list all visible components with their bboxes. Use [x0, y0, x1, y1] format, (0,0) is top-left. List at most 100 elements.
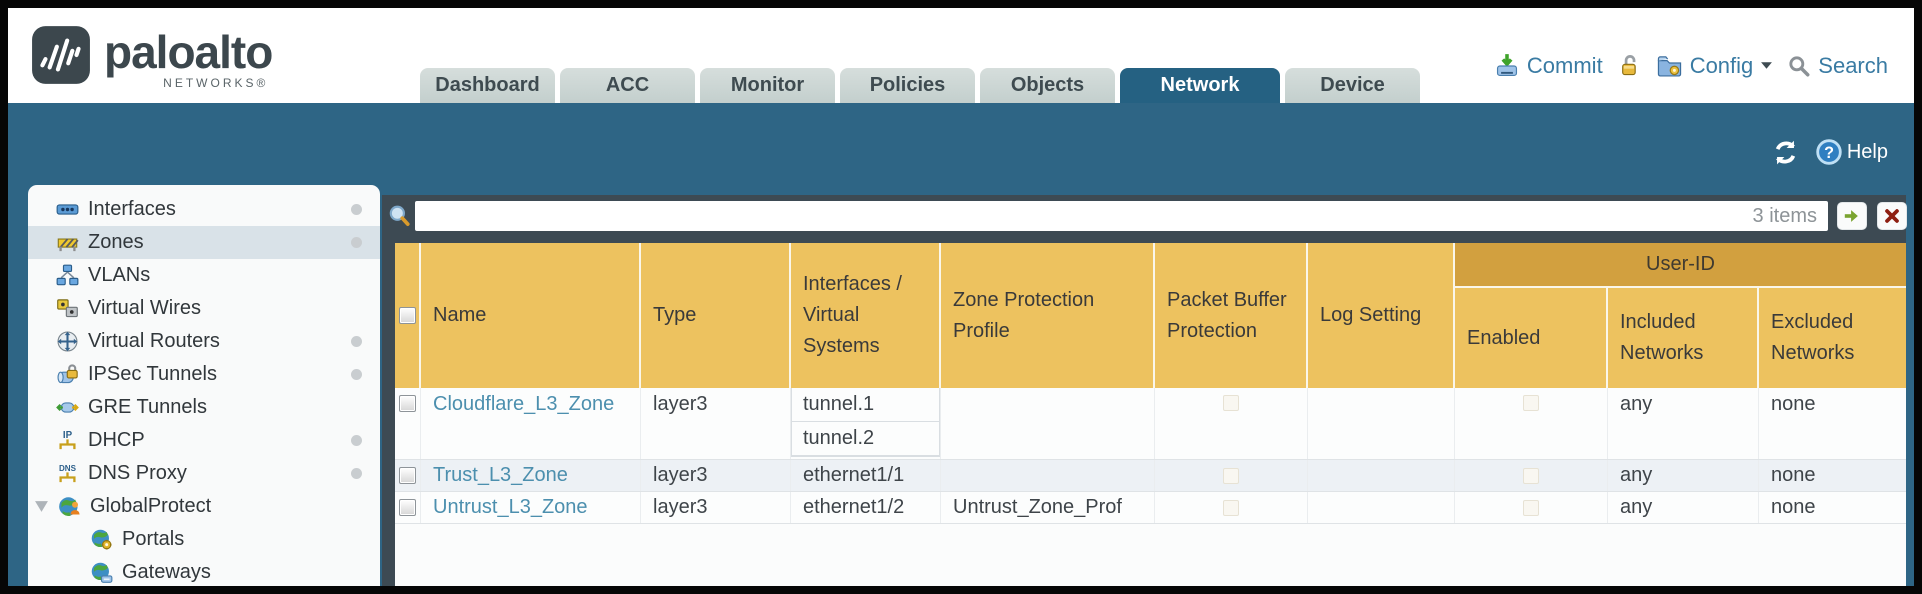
- sidebar-item-vlans[interactable]: VLANs: [28, 259, 380, 292]
- sidebar-item-label: GlobalProtect: [90, 495, 212, 517]
- col-header-log-setting[interactable]: Log Setting: [1308, 243, 1455, 388]
- table-row: Trust_L3_Zone layer3 ethernet1/1 any non…: [395, 460, 1906, 492]
- col-header-included-networks[interactable]: Included Networks: [1608, 288, 1759, 388]
- col-header-enabled[interactable]: Enabled: [1455, 288, 1608, 388]
- packet-buffer-cell: [1155, 460, 1308, 491]
- filter-search-icon[interactable]: [387, 204, 411, 228]
- search-label: Search: [1818, 52, 1888, 78]
- tab-monitor[interactable]: Monitor: [700, 68, 835, 103]
- band-tools: ? Help: [1772, 138, 1888, 166]
- packet-buffer-checkbox: [1223, 499, 1239, 516]
- table-header: Name Type Interfaces / Virtual Systems Z…: [395, 243, 1906, 388]
- table-row: Cloudflare_L3_Zone layer3 tunnel.1 tunne…: [395, 388, 1906, 460]
- brand-sub: NETWORKS®: [163, 76, 269, 90]
- col-header-name[interactable]: Name: [421, 243, 641, 388]
- tab-dashboard[interactable]: Dashboard: [420, 68, 555, 103]
- col-group-user-id: User-ID: [1455, 243, 1906, 288]
- brand-text: paloalto NETWORKS®: [104, 24, 273, 90]
- sidebar-item-ipsec-tunnels[interactable]: IPSec Tunnels: [28, 358, 380, 391]
- sidebar-item-label: DHCP: [88, 429, 145, 451]
- user-id-enabled-checkbox: [1523, 395, 1539, 411]
- row-checkbox-cell: [395, 460, 421, 491]
- filter-input[interactable]: 3 items: [415, 201, 1828, 231]
- packet-buffer-checkbox: [1223, 395, 1239, 411]
- refresh-icon[interactable]: [1772, 139, 1799, 166]
- globalprotect-icon: [59, 497, 80, 516]
- collapse-triangle-icon[interactable]: [34, 500, 49, 513]
- log-setting: [1308, 460, 1455, 491]
- apply-filter-button[interactable]: [1837, 202, 1867, 230]
- ipsec-tunnels-icon: [57, 364, 78, 384]
- interfaces-icon: [56, 204, 79, 215]
- filter-bar: 3 items: [382, 195, 1907, 237]
- zone-type: layer3: [641, 388, 791, 459]
- help-label: Help: [1846, 140, 1888, 163]
- tab-network[interactable]: Network: [1120, 68, 1280, 103]
- sidebar-item-dhcp[interactable]: IP DHCP: [28, 424, 380, 457]
- user-id-enabled-cell: [1455, 492, 1608, 523]
- row-checkbox[interactable]: [399, 499, 416, 516]
- sidebar-item-label: Virtual Routers: [88, 330, 220, 352]
- virtual-routers-icon: [57, 331, 78, 352]
- col-header-excluded-networks[interactable]: Excluded Networks: [1771, 311, 1855, 364]
- tab-acc[interactable]: ACC: [560, 68, 695, 103]
- tab-policies[interactable]: Policies: [840, 68, 975, 103]
- status-dot: [351, 336, 362, 347]
- commit-button[interactable]: Commit: [1494, 53, 1603, 79]
- sidebar-item-globalprotect[interactable]: GlobalProtect: [28, 490, 380, 523]
- zone-name-link[interactable]: Untrust_L3_Zone: [421, 492, 641, 523]
- tab-device[interactable]: Device: [1285, 68, 1420, 103]
- config-menu[interactable]: Config: [1656, 52, 1774, 79]
- zone-name-link[interactable]: Trust_L3_Zone: [421, 460, 641, 491]
- sidebar-item-interfaces[interactable]: Interfaces: [28, 193, 380, 226]
- zone-protection-profile: [941, 460, 1155, 491]
- portals-icon: [91, 529, 112, 550]
- select-all-checkbox[interactable]: [398, 307, 416, 324]
- tab-objects[interactable]: Objects: [980, 68, 1115, 103]
- sidebar-item-gateways[interactable]: Gateways: [28, 556, 380, 586]
- sidebar-item-label: DNS Proxy: [88, 462, 187, 484]
- help-icon: ?: [1816, 139, 1842, 165]
- row-checkbox-cell: [395, 492, 421, 523]
- sidebar-item-portals[interactable]: Portals: [28, 523, 380, 556]
- caret-down-icon: [1761, 62, 1773, 69]
- status-dot: [351, 468, 362, 479]
- status-dot: [351, 435, 362, 446]
- interface-list: tunnel.1 tunnel.2: [791, 388, 940, 457]
- sidebar-item-gre-tunnels[interactable]: GRE Tunnels: [28, 391, 380, 424]
- top-header: paloalto NETWORKS® Dashboard ACC Monitor…: [8, 8, 1914, 103]
- interface-item[interactable]: tunnel.2: [792, 422, 939, 456]
- interface-item[interactable]: tunnel.1: [792, 388, 939, 422]
- zone-interfaces[interactable]: ethernet1/2: [791, 492, 941, 523]
- clear-filter-button[interactable]: [1877, 202, 1907, 230]
- config-label: Config: [1689, 52, 1754, 78]
- user-id-enabled-cell: [1455, 388, 1608, 459]
- sidebar-item-label: Gateways: [122, 561, 211, 583]
- commit-icon: [1496, 53, 1517, 76]
- search-button[interactable]: Search: [1787, 53, 1888, 79]
- col-header-zone-protection-profile[interactable]: Zone Protection Profile: [941, 243, 1155, 388]
- row-checkbox[interactable]: [399, 395, 416, 412]
- help-button[interactable]: ? Help: [1815, 138, 1888, 166]
- primary-tabs: Dashboard ACC Monitor Policies Objects N…: [420, 68, 1420, 103]
- col-header-interfaces[interactable]: Interfaces / Virtual Systems: [791, 243, 941, 388]
- sidebar-item-dns-proxy[interactable]: DNS DNS Proxy: [28, 457, 380, 490]
- zone-name-link[interactable]: Cloudflare_L3_Zone: [421, 388, 641, 459]
- packet-buffer-cell: [1155, 492, 1308, 523]
- sidebar-item-virtual-wires[interactable]: Virtual Wires: [28, 292, 380, 325]
- col-header-packet-buffer-protection[interactable]: Packet Buffer Protection: [1155, 243, 1308, 388]
- header-checkbox-cell: [395, 243, 421, 388]
- sidebar-item-virtual-routers[interactable]: Virtual Routers: [28, 325, 380, 358]
- zone-interfaces[interactable]: ethernet1/1: [791, 460, 941, 491]
- user-id-enabled-checkbox: [1523, 467, 1539, 484]
- brand-wordmark: paloalto: [104, 26, 273, 78]
- items-count: 3 items: [1752, 205, 1817, 227]
- unlock-icon[interactable]: [1617, 53, 1642, 78]
- row-checkbox[interactable]: [399, 467, 416, 484]
- svg-text:DNS: DNS: [59, 464, 77, 473]
- sidebar-item-zones[interactable]: Zones: [28, 226, 380, 259]
- col-header-type[interactable]: Type: [641, 243, 791, 388]
- sidebar-item-label: GRE Tunnels: [88, 396, 207, 418]
- included-networks: any: [1608, 460, 1759, 491]
